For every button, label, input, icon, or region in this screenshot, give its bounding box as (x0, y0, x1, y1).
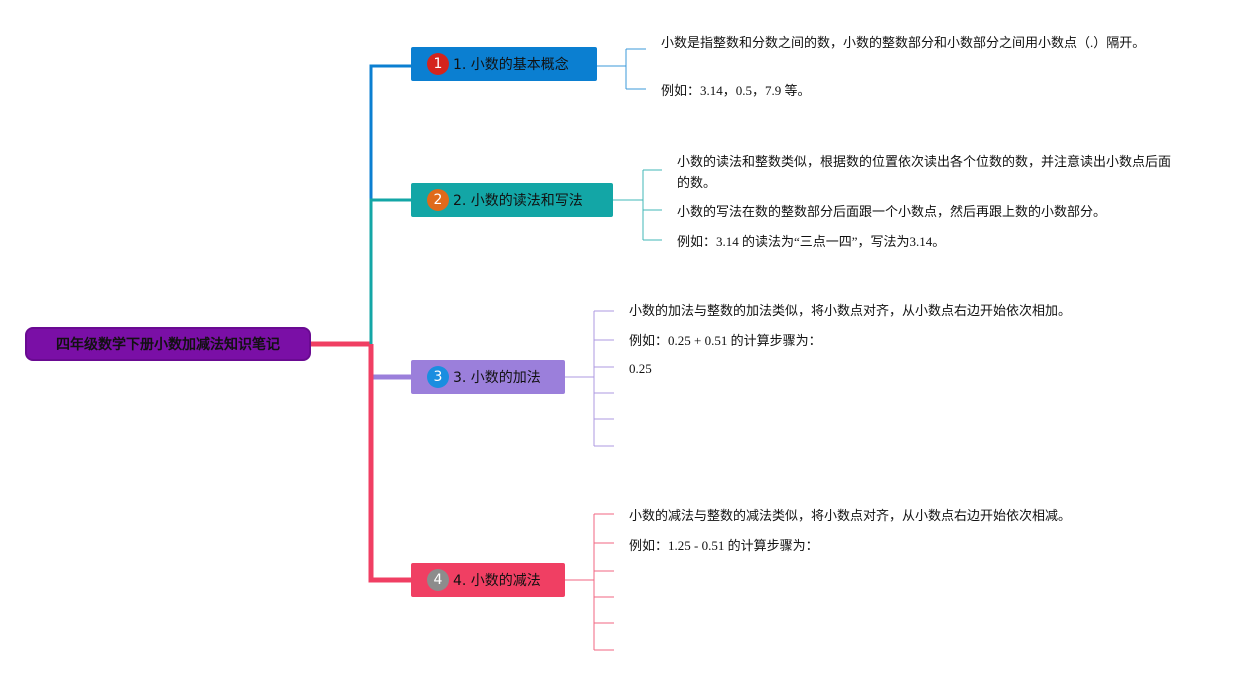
note-3-2: 例如：0.25 + 0.51 的计算步骤为： (629, 333, 822, 348)
topic-1[interactable]: 1 1. 小数的基本概念 (411, 47, 597, 81)
number-badge-icon: 1 (427, 53, 449, 75)
number-badge-icon: 2 (427, 189, 449, 211)
note-4-2: 例如：1.25 - 0.51 的计算步骤为： (629, 538, 819, 553)
root-topic-label: 四年级数学下册小数加减法知识笔记 (56, 337, 280, 353)
note-2-1: 小数的读法和整数类似，根据数的位置依次读出各个位数的数，并注意读出小数点后面的数… (677, 154, 1172, 190)
link-topic-4 (368, 344, 411, 583)
root-topic[interactable]: 四年级数学下册小数加减法知识笔记 (25, 327, 311, 361)
link-topic-2 (369, 198, 411, 344)
topic-4[interactable]: 4 4. 小数的减法 (411, 563, 565, 597)
link-topic-3 (368, 344, 411, 380)
topic-label: 1. 小数的基本概念 (453, 57, 569, 73)
note-2-3: 例如：3.14 的读法为“三点一四”，写法为3.14。 (677, 234, 946, 249)
note-4-1: 小数的减法与整数的减法类似，将小数点对齐，从小数点右边开始依次相减。 (629, 508, 1072, 523)
topic-3[interactable]: 3 3. 小数的加法 (411, 360, 565, 394)
topic-label: 4. 小数的减法 (453, 573, 541, 589)
note-3-3: 0.25 (629, 361, 652, 376)
note-1-1: 小数是指整数和分数之间的数，小数的整数部分和小数部分之间用小数点（.）隔开。 (661, 35, 1146, 50)
topic-2[interactable]: 2 2. 小数的读法和写法 (411, 183, 613, 217)
number-badge-icon: 3 (427, 366, 449, 388)
note-1-2: 例如：3.14，0.5，7.9 等。 (661, 83, 811, 98)
topic-label: 2. 小数的读法和写法 (453, 193, 583, 209)
note-2-2: 小数的写法在数的整数部分后面跟一个小数点，然后再跟上数的小数部分。 (677, 204, 1107, 219)
topic-label: 3. 小数的加法 (453, 370, 541, 386)
note-3-1: 小数的加法与整数的加法类似，将小数点对齐，从小数点右边开始依次相加。 (629, 303, 1072, 318)
number-badge-icon: 4 (427, 569, 449, 591)
link-topic-1 (369, 64, 411, 344)
